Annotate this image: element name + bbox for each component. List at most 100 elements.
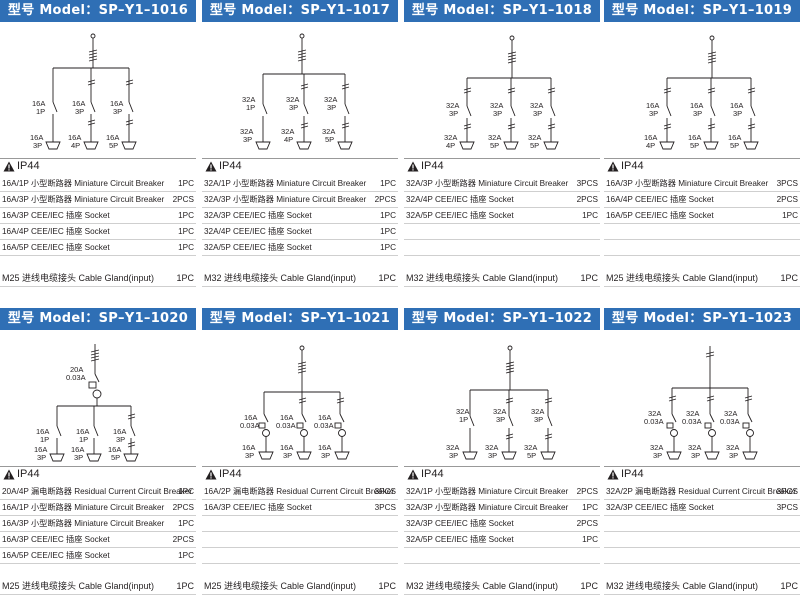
socket-label-amp: 16A xyxy=(30,133,43,142)
product-panel-1016: 型号 Model：SP–Y1–1016 16A 1P xyxy=(0,0,196,290)
breaker-label-pole: 3P xyxy=(493,109,502,118)
breaker-label-amp: 16A xyxy=(110,99,123,108)
item-qty: 1PC xyxy=(580,581,598,591)
item-desc: 16A/5P CEE/IEC 插座 Socket xyxy=(606,211,714,220)
item-qty: 3PCS xyxy=(576,179,598,188)
branch-3 xyxy=(121,68,137,150)
item-desc: 16A/3P 小型断路器 Miniature Circuit Breaker xyxy=(2,519,165,528)
list-item xyxy=(604,240,800,256)
socket-label-pole: 4P xyxy=(646,141,655,150)
branch-2 xyxy=(83,68,99,150)
item-desc: 32A/4P CEE/IEC 插座 Socket xyxy=(406,195,514,204)
item-desc: M25 进线电缆接头 Cable Gland(input) xyxy=(606,273,759,283)
item-desc: 32A/1P 小型断路器 Miniature Circuit Breaker xyxy=(204,179,367,188)
item-qty: 3PCS xyxy=(776,487,798,496)
product-panel-1019: 型号 Model：SP–Y1–1019 16A xyxy=(604,0,800,290)
socket-label-pole: 3P xyxy=(691,451,700,460)
item-desc: 16A/3P 小型断路器 Miniature Circuit Breaker xyxy=(2,195,165,204)
item-desc: 32A/3P CEE/IEC 插座 Socket xyxy=(606,503,714,512)
component-list: 32A/1P 小型断路器 Miniature Circuit Breaker 1P… xyxy=(202,176,398,256)
branch-3 xyxy=(543,78,559,150)
branch-2 xyxy=(704,388,720,460)
breaker-label-pole: 3P xyxy=(113,107,122,116)
breaker-label-amp: 32A xyxy=(324,95,337,104)
ip-rating: IP44 xyxy=(404,158,600,176)
breaker-label-pole: 1P xyxy=(246,103,255,112)
branch-2 xyxy=(703,78,719,150)
item-qty: 2PCS xyxy=(172,195,194,204)
item-qty: 1PC xyxy=(176,273,194,283)
breaker-label-amp: 16A xyxy=(646,101,659,110)
breaker-label-amp: 16A xyxy=(36,427,49,436)
breaker-label-pole: 3P xyxy=(534,415,543,424)
breaker-label-pole: 3P xyxy=(327,103,336,112)
item-desc: 32A/4P CEE/IEC 插座 Socket xyxy=(204,227,312,236)
branch-1 xyxy=(49,406,65,462)
breaker-label-amp: 16A xyxy=(318,413,331,422)
item-desc: 32A/3P CEE/IEC 插座 Socket xyxy=(204,211,312,220)
item-desc: 32A/3P 小型断路器 Miniature Circuit Breaker xyxy=(204,195,367,204)
model-title: 型号 Model：SP–Y1–1019 xyxy=(604,0,800,22)
breaker-label-residual: 0.03A xyxy=(644,417,664,426)
item-qty: 1PC xyxy=(582,211,598,220)
branch-1 xyxy=(459,78,475,150)
component-list: 16A/2P 漏电断路器 Residual Current Circuit Br… xyxy=(202,484,398,564)
breaker-label-residual: 0.03A xyxy=(314,421,334,430)
item-desc: 16A/4P CEE/IEC 插座 Socket xyxy=(2,227,110,236)
model-title: 型号 Model：SP–Y1–1017 xyxy=(202,0,398,22)
item-desc: M32 进线电缆接头 Cable Gland(input) xyxy=(204,273,357,283)
item-qty: 1PC xyxy=(176,581,194,591)
warning-icon xyxy=(3,161,15,172)
cable-gland-row: M25 进线电缆接头 Cable Gland(input)1PC xyxy=(0,270,196,287)
item-desc: 16A/3P CEE/IEC 插座 Socket xyxy=(204,503,312,512)
cable-gland-row: M32 进线电缆接头 Cable Gland(input)1PC xyxy=(404,578,600,595)
item-qty: 1PC xyxy=(380,211,396,220)
branch-2 xyxy=(503,78,519,150)
warning-icon xyxy=(607,469,619,480)
breaker-label-amp: 16A xyxy=(690,101,703,110)
socket-label-amp: 32A xyxy=(528,133,541,142)
ip-label: IP44 xyxy=(621,160,644,172)
branch-2 xyxy=(501,390,517,460)
warning-icon xyxy=(3,469,15,480)
socket-label-pole: 4P xyxy=(446,141,455,150)
socket-label-amp: 32A xyxy=(650,443,663,452)
branch-2 xyxy=(296,392,312,460)
ip-rating: IP44 xyxy=(0,466,196,484)
socket-label-pole: 5P xyxy=(530,141,539,150)
item-qty: 1PC xyxy=(178,243,194,252)
socket-label-amp: 16A xyxy=(108,445,121,454)
breaker-label-amp: 32A xyxy=(531,407,544,416)
item-qty: 1PC xyxy=(380,227,396,236)
item-qty: 2PCS xyxy=(172,535,194,544)
list-item xyxy=(202,516,398,532)
branch-3 xyxy=(337,74,353,150)
model-title: 型号 Model：SP–Y1–1018 xyxy=(404,0,600,22)
socket-label-amp: 32A xyxy=(240,127,253,136)
socket-label-pole: 3P xyxy=(488,451,497,460)
socket-label-amp: 16A xyxy=(34,445,47,454)
breaker-label-amp: 32A xyxy=(530,101,543,110)
breaker-label-amp: 16A xyxy=(244,413,257,422)
item-qty: 1PC xyxy=(380,243,396,252)
item-desc: 16A/2P 漏电断路器 Residual Current Circuit Br… xyxy=(204,487,395,496)
warning-icon xyxy=(205,469,217,480)
breaker-label-amp: 32A xyxy=(286,95,299,104)
socket-label-pole: 3P xyxy=(37,453,46,462)
model-title: 型号 Model：SP–Y1–1016 xyxy=(0,0,196,22)
item-qty: 3PCS xyxy=(374,503,396,512)
model-title: 型号 Model：SP–Y1–1022 xyxy=(404,308,600,330)
branch-3 xyxy=(743,78,759,150)
cable-gland-row: M25 进线电缆接头 Cable Gland(input)1PC xyxy=(604,270,800,287)
list-item xyxy=(404,240,600,256)
list-item xyxy=(404,224,600,240)
product-panel-1021: 型号 Model：SP–Y1–1021 xyxy=(202,308,398,598)
socket-label-amp: 16A xyxy=(280,443,293,452)
breaker-label-amp: 16A xyxy=(280,413,293,422)
